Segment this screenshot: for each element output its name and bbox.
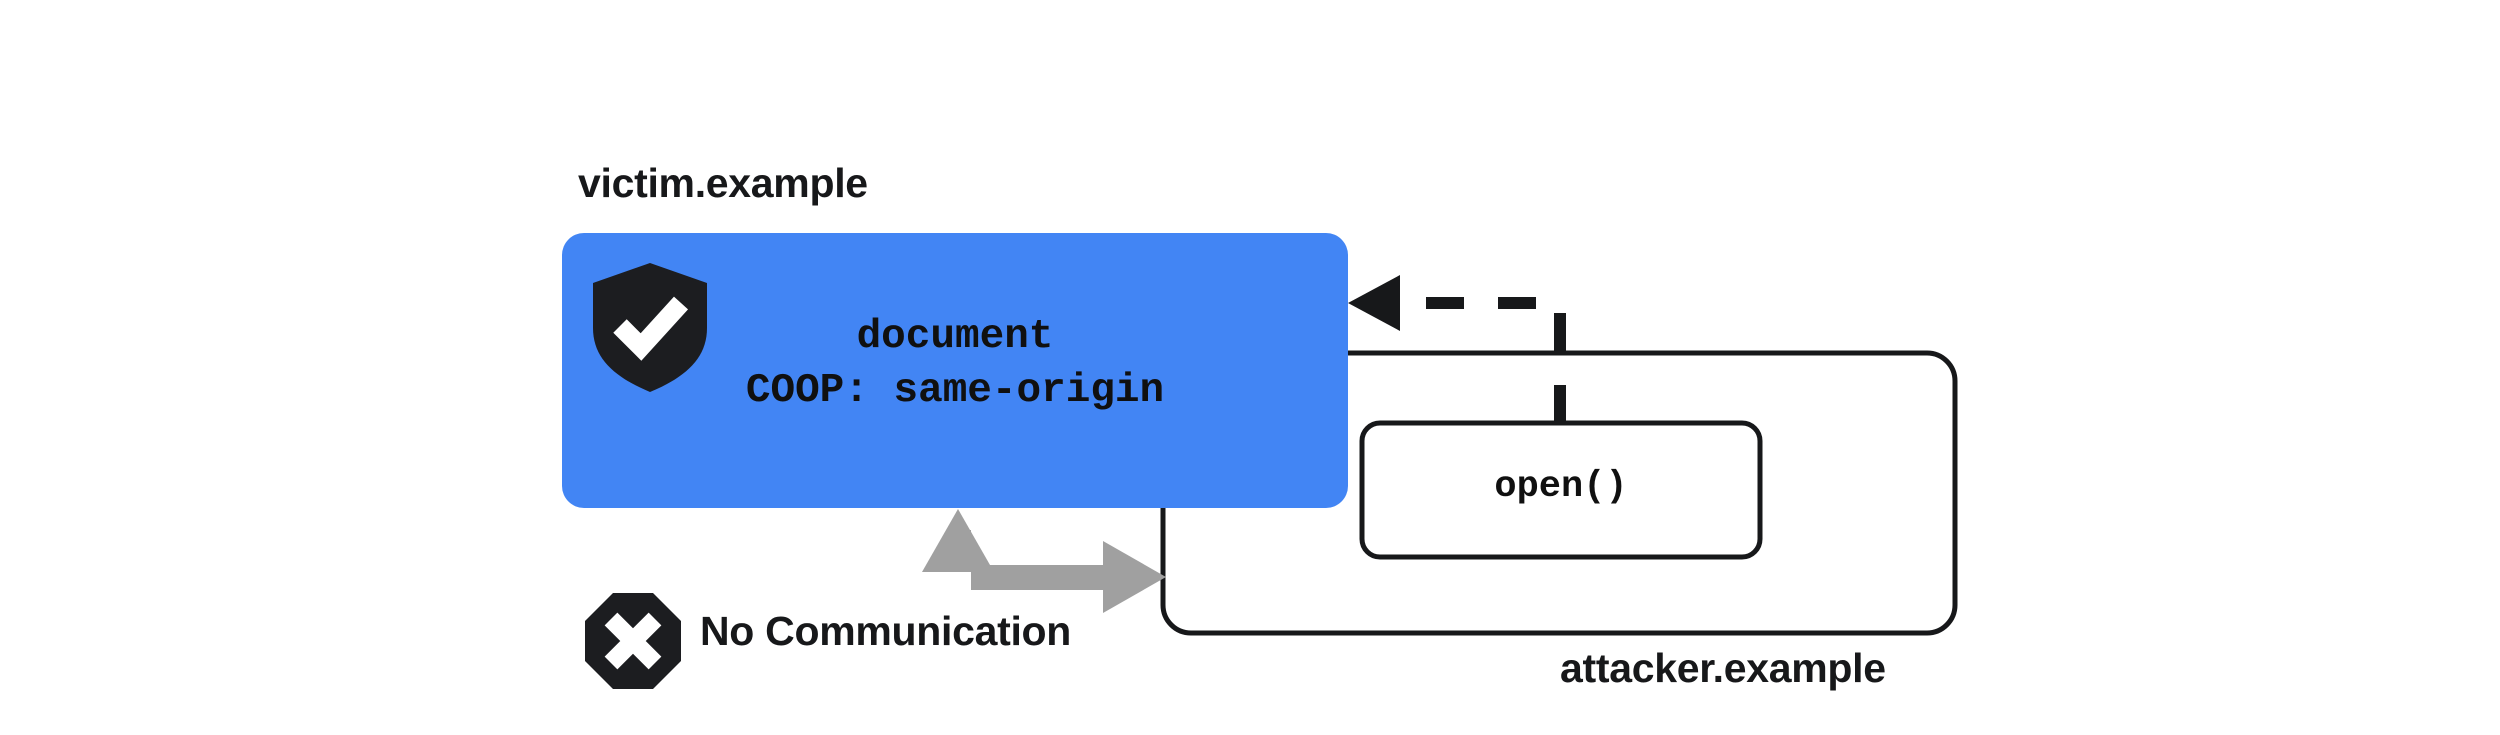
attacker-origin-label: attacker.example	[1560, 645, 1886, 691]
victim-document-box	[562, 233, 1348, 508]
no-communication-arrow	[922, 509, 1166, 613]
no-communication-label: No Communication	[700, 608, 1072, 654]
open-dashed-arrow	[1348, 275, 1566, 423]
shield-check-icon	[593, 263, 707, 392]
victim-origin-label: victim.example	[578, 160, 868, 206]
victim-coop-header-text: COOP: same-origin	[745, 368, 1165, 414]
octagon-x-icon	[585, 593, 681, 689]
victim-document-text: document	[856, 314, 1054, 360]
open-call-label: open()	[1494, 466, 1628, 508]
